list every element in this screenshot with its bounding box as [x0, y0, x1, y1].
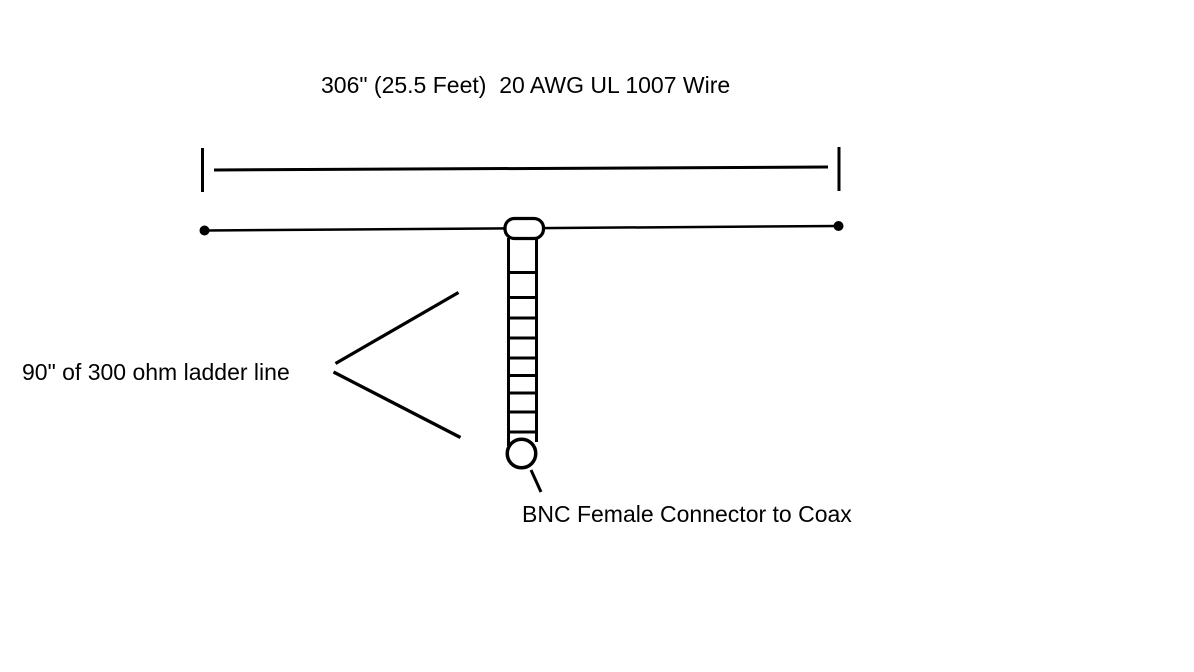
ladder-pointer-upper-arm — [334, 291, 460, 365]
bnc-connector-circle — [505, 437, 538, 470]
ladder-pointer-lower-arm — [332, 370, 462, 439]
center-insulator — [503, 216, 546, 241]
ladder-line-label: 90" of 300 ohm ladder line — [22, 359, 290, 385]
dimension-line — [213, 165, 829, 172]
wire-left-end-dot — [199, 225, 210, 236]
bnc-connector-label: BNC Female Connector to Coax — [522, 501, 852, 527]
bnc-leader-line — [529, 469, 543, 493]
wire-right-end-dot — [833, 221, 844, 231]
wire-length-label: 306" (25.5 Feet) 20 AWG UL 1007 Wire — [321, 72, 731, 98]
